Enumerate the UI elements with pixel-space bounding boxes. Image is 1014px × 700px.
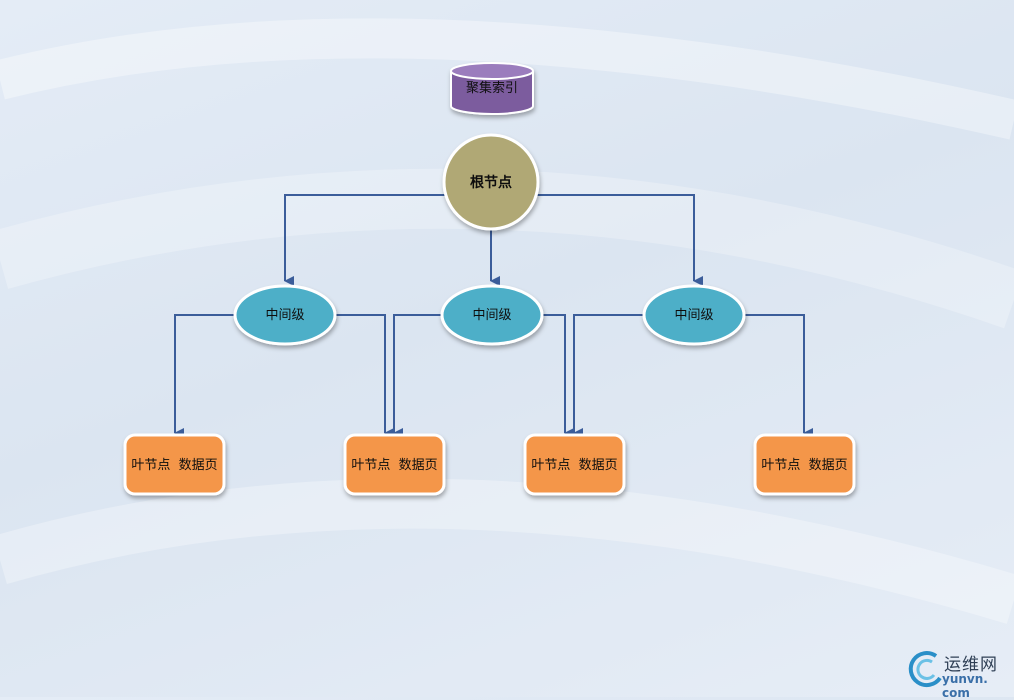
watermark-name: 运维网 (944, 655, 998, 675)
leaf-node: 叶节点 数据页 (753, 433, 856, 496)
connector-root-mid-1 (284, 194, 446, 286)
site-watermark: 运维网 yunvn. com (906, 648, 1006, 700)
root-label: 根节点 (470, 174, 512, 191)
mid-connectors (174, 314, 813, 438)
mid-node: 中间级 (440, 284, 544, 346)
connector-mid1-leaf2 (334, 314, 394, 438)
leaf-node: 叶节点 数据页 (523, 433, 626, 496)
leaf-label: 叶节点 数据页 (351, 458, 437, 473)
mid-node: 中间级 (642, 284, 746, 346)
index-label: 聚集索引 (466, 80, 518, 96)
connector-mid1-leaf1 (174, 314, 236, 438)
connector-mid3-leaf4 (743, 314, 813, 438)
root-connectors (284, 194, 703, 286)
mid-label: 中间级 (472, 308, 511, 323)
leaf-label: 叶节点 数据页 (761, 458, 847, 473)
connector-mid2-leaf2 (393, 314, 443, 438)
leaf-node: 叶节点 数据页 (123, 433, 226, 496)
mid-node: 中间级 (233, 284, 337, 346)
mid-label: 中间级 (674, 308, 713, 323)
index-cylinder: 聚集索引 (450, 62, 534, 115)
leaf-label: 叶节点 数据页 (531, 458, 617, 473)
leaf-node: 叶节点 数据页 (343, 433, 446, 496)
connector-mid3-leaf3 (573, 314, 645, 438)
leaf-label: 叶节点 数据页 (131, 458, 217, 473)
connector-mid2-leaf3 (541, 314, 574, 438)
watermark-domain: yunvn. com (942, 672, 988, 700)
connector-root-mid-3 (537, 194, 703, 286)
swirl-logo-icon (908, 651, 942, 688)
root-node: 根节点 (442, 133, 540, 231)
mid-label: 中间级 (265, 308, 304, 323)
